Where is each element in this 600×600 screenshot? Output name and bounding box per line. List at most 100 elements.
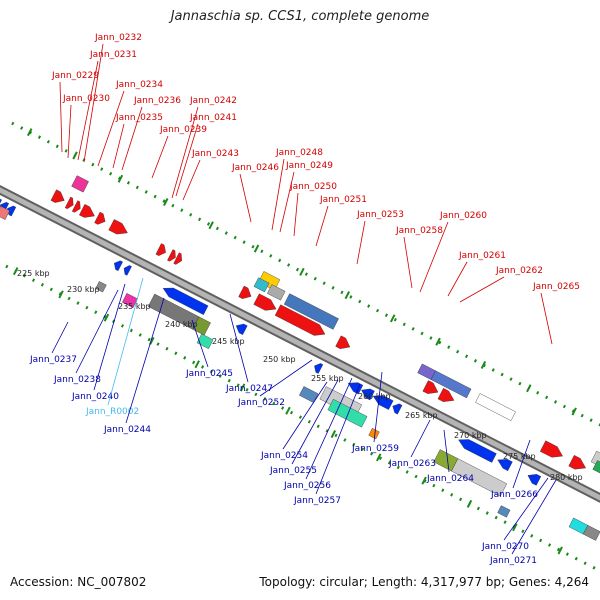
forward-gene-arrow <box>568 455 587 470</box>
major-tick <box>557 546 563 555</box>
forward-gene-arrow <box>437 387 455 402</box>
leader-line <box>459 276 505 303</box>
forward-gene-arrow <box>64 196 74 210</box>
major-tick <box>526 384 532 393</box>
major-tick <box>253 244 260 253</box>
forward-gene-arrow <box>155 243 166 256</box>
reverse-gene-label: Jann_0254 <box>260 451 308 461</box>
leader-line <box>171 106 199 199</box>
forward-gene-arrow <box>94 211 106 225</box>
kbp-tick-label: 280 kbp <box>550 473 583 482</box>
reverse-gene-box <box>451 458 508 497</box>
leader-line <box>191 319 209 368</box>
forward-gene-box <box>267 284 286 301</box>
reverse-gene-label: Jann_0238 <box>53 375 101 385</box>
leader-line <box>373 371 383 443</box>
leader-line <box>239 173 252 223</box>
reverse-gene-label: Jann_0257 <box>293 496 341 506</box>
leader-line <box>291 379 339 465</box>
leader-line <box>279 171 295 233</box>
reverse-gene-arrow <box>314 363 324 374</box>
leader-line <box>293 192 299 237</box>
major-tick <box>58 290 64 299</box>
leader-line <box>443 429 450 473</box>
leader-line <box>93 283 126 391</box>
forward-gene-box <box>592 460 600 474</box>
leader-line <box>511 479 557 555</box>
forward-gene-label: Jann_0239 <box>159 125 207 135</box>
leader-line <box>282 381 328 450</box>
reverse-gene-arrow <box>162 287 209 315</box>
leader-line <box>512 439 531 489</box>
kbp-tick-label: 250 kbp <box>263 355 296 364</box>
forward-gene-arrow <box>274 304 326 336</box>
reverse-gene-arrow <box>235 323 248 335</box>
reverse-gene-box <box>582 525 600 541</box>
leader-line <box>305 377 353 480</box>
reverse-gene-box <box>95 281 107 293</box>
leader-line <box>97 90 125 167</box>
reverse-gene-label: Jann_0266 <box>490 490 538 500</box>
major-tick <box>480 360 487 369</box>
forward-gene-box <box>283 293 339 330</box>
reverse-gene-label: Jann_0244 <box>103 425 151 435</box>
major-tick <box>421 476 427 485</box>
major-tick <box>72 151 78 160</box>
forward-gene-label: Jann_0251 <box>319 195 367 205</box>
reverse-gene-box <box>368 427 380 440</box>
leader-line <box>107 277 144 406</box>
major-tick <box>163 197 169 207</box>
major-tick <box>571 407 577 416</box>
forward-gene-arrow <box>539 440 563 458</box>
major-tick <box>435 337 441 346</box>
forward-gene-label: Jann_0241 <box>189 113 237 123</box>
forward-gene-arrow <box>167 249 176 262</box>
reverse-gene-arrow <box>497 459 513 472</box>
forward-gene-label: Jann_0265 <box>532 282 580 292</box>
forward-gene-label: Jann_0229 <box>51 71 99 81</box>
kbp-tick-label: 230 kbp <box>67 285 100 294</box>
kbp-tick-label: 255 kbp <box>311 374 344 383</box>
leader-line <box>75 289 119 374</box>
major-tick <box>389 314 396 323</box>
leader-line <box>271 158 285 231</box>
reverse-gene-arrow <box>458 439 497 463</box>
forward-gene-arrow <box>79 204 95 218</box>
kbp-tick-label: 265 kbp <box>405 411 438 420</box>
accession-label: Accession: NC_007802 <box>10 575 147 589</box>
major-tick <box>512 523 518 532</box>
reverse-gene-label: Jann_0256 <box>283 481 331 491</box>
leader-line <box>447 261 468 297</box>
major-tick <box>208 221 214 230</box>
forward-gene-label: Jann_0232 <box>94 33 142 43</box>
forward-gene-label: Jann_0246 <box>231 163 279 173</box>
forward-gene-box <box>475 393 516 421</box>
reverse-gene-arrow <box>123 265 132 276</box>
leader-line <box>121 106 143 171</box>
forward-gene-label: Jann_0236 <box>133 96 181 106</box>
reverse-gene-label: Jann_0247 <box>225 384 273 394</box>
forward-gene-label: Jann_0231 <box>89 50 137 60</box>
leader-line <box>540 292 553 345</box>
leader-line <box>51 321 69 354</box>
major-tick <box>376 453 382 462</box>
reverse-gene-label: Jann_0271 <box>489 556 537 566</box>
forward-gene-label: Jann_0234 <box>115 80 163 90</box>
leader-line <box>410 419 431 458</box>
forward-gene-label: Jann_0242 <box>189 96 237 106</box>
major-tick <box>117 174 124 183</box>
kbp-tick-label: 240 kbp <box>165 320 198 329</box>
forward-gene-label: Jann_0249 <box>285 161 333 171</box>
forward-gene-label: Jann_0258 <box>395 226 443 236</box>
kbp-tick-label: 260 kbp <box>358 392 391 401</box>
leader-line <box>182 159 201 201</box>
forward-gene-box <box>430 370 472 399</box>
kbp-tick-label: 270 kbp <box>454 431 487 440</box>
kbp-tick-label: 245 kbp <box>212 337 245 346</box>
forward-gene-arrow <box>173 252 182 265</box>
reverse-gene-label: Jann_R0002 <box>85 407 139 417</box>
leader-line <box>125 297 165 424</box>
major-tick <box>466 499 473 508</box>
leader-line <box>315 383 361 495</box>
